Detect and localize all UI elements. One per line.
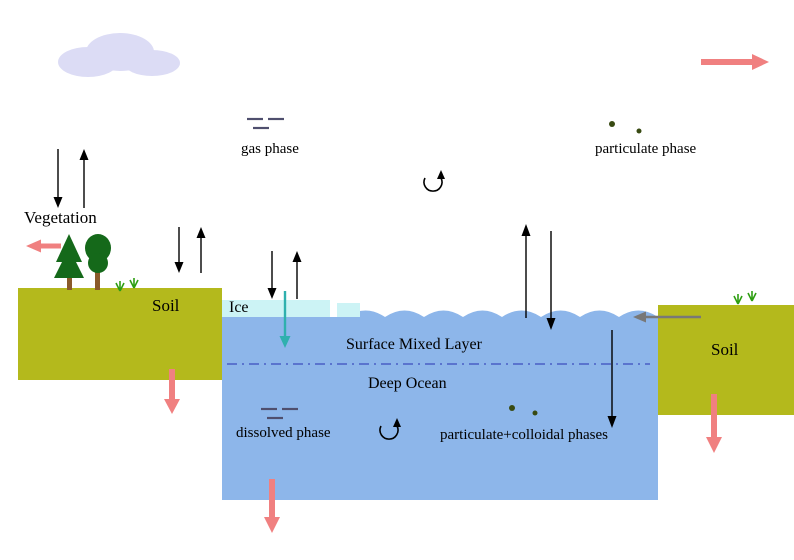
transport-arrow-out-right — [701, 54, 769, 70]
particulate-phase-label: particulate phase — [595, 141, 697, 157]
flux-arrow-atm-to-ice — [267, 251, 277, 299]
cloud-icon — [58, 33, 180, 77]
flux-arrow-particle-sinking — [607, 330, 617, 428]
flux-arrow-soil-to-atm — [196, 227, 206, 273]
ice-label: Ice — [229, 299, 249, 316]
grass-icons — [115, 278, 757, 305]
burial-arrow-left-soil — [164, 369, 180, 414]
ocean-body — [222, 310, 658, 500]
burial-arrow-ocean-sediment — [264, 479, 280, 533]
burial-arrow-right-soil — [706, 394, 722, 453]
flux-arrow-ice-to-atm — [292, 251, 302, 299]
atmosphere-mixing-icon — [423, 170, 445, 192]
soil-left-label: Soil — [152, 296, 180, 315]
flux-arrow-atm-to-soil — [174, 227, 184, 273]
particulate-colloidal-label: particulate+colloidal phases — [440, 427, 608, 443]
flux-arrow-vegetation-to-atm — [79, 149, 89, 208]
deep-ocean-label: Deep Ocean — [368, 375, 447, 392]
tree-icons — [54, 234, 111, 290]
dissolved-phase-label: dissolved phase — [236, 425, 331, 441]
flux-arrow-ocean-to-atm — [521, 224, 531, 318]
gas-phase-dashes-icon — [247, 117, 284, 130]
soil-right-label: Soil — [711, 340, 739, 359]
particulate-dots-icon — [509, 121, 642, 416]
flux-arrow-atm-to-vegetation — [53, 149, 63, 208]
transport-arrow-out-left — [26, 239, 61, 253]
flux-arrow-atm-to-ocean — [546, 231, 556, 330]
ice-sheet — [222, 300, 360, 317]
runoff-input-arrow — [633, 311, 701, 323]
dissolved-phase-dashes-icon — [261, 407, 298, 420]
soil-left-block — [18, 288, 222, 380]
soil-right-block — [658, 305, 794, 415]
ocean-mixing-icon — [379, 418, 401, 440]
surface-mixed-layer-label: Surface Mixed Layer — [346, 336, 482, 353]
gas-phase-label: gas phase — [241, 141, 299, 157]
vegetation-label: Vegetation — [24, 208, 97, 227]
flux-arrow-through-ice — [279, 291, 291, 348]
